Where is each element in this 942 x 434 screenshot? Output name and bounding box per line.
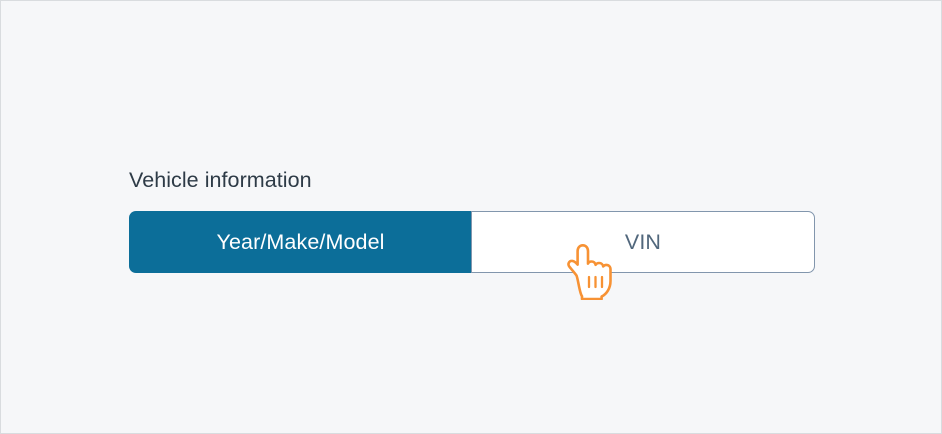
- toggle-option-vin-label: VIN: [624, 229, 662, 254]
- toggle-option-year-make-model[interactable]: Year/Make/Model: [129, 211, 471, 273]
- vehicle-information-toggle[interactable]: Year/Make/Model VIN: [129, 211, 815, 273]
- page-title: Vehicle information: [129, 168, 312, 192]
- toggle-option-year-make-model-label: Year/Make/Model: [216, 229, 385, 254]
- toggle-option-vin[interactable]: VIN: [471, 211, 815, 273]
- vehicle-information-field-group: Vehicle information: [129, 167, 815, 193]
